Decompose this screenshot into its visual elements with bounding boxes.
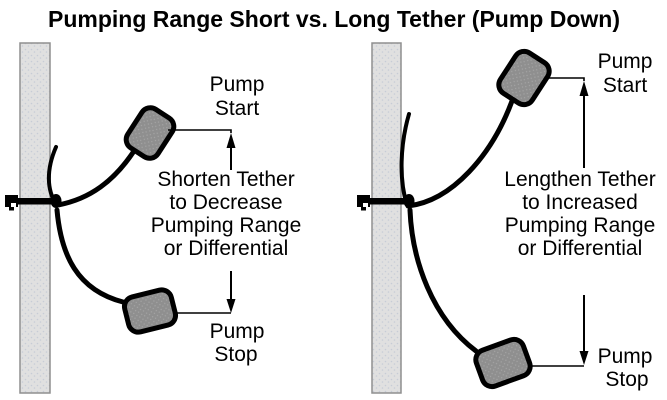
left-pump-start-label-line1: Pump — [210, 73, 265, 96]
right-pipe — [371, 42, 402, 394]
right-tether-knot — [403, 194, 415, 208]
right-down-arrowhead-icon — [579, 351, 589, 365]
left-clamp-bolt-nub — [9, 207, 14, 211]
left-note-line1: Shorten Tether — [157, 168, 294, 191]
right-clamp-bar — [368, 198, 412, 205]
right-upper-tether — [405, 98, 515, 209]
left-note-line3: Pumping Range — [151, 214, 302, 237]
left-start-connector-line — [168, 129, 232, 133]
left-note-line2: to Decrease — [169, 191, 282, 214]
left-lower-float — [121, 287, 179, 335]
right-pump-start-label-line2: Start — [603, 74, 648, 97]
left-pump-stop-label-line1: Pump — [210, 320, 265, 343]
left-pump-start-label-line2: Start — [215, 97, 260, 120]
right-pump-stop-label-line1: Pump — [598, 345, 653, 368]
right-upper-float — [496, 48, 552, 108]
left-clamp-bolt-notch — [11, 203, 16, 207]
right-note-line4: or Differential — [518, 237, 643, 260]
right-note-line2: to Increased — [522, 191, 638, 214]
right-diagram: Pump Start Lengthen Tether to Increased … — [357, 42, 656, 394]
left-pump-stop-label-line2: Stop — [214, 343, 257, 366]
right-clamp-bolt-nub — [361, 207, 366, 211]
left-tether-knot — [50, 194, 62, 208]
right-pump-start-label-line1: Pump — [598, 50, 653, 73]
left-upper-tether — [55, 148, 137, 208]
left-down-arrowhead-icon — [226, 299, 236, 313]
right-up-arrowhead-icon — [579, 81, 589, 96]
left-up-arrowhead-icon — [226, 133, 236, 148]
right-lower-float — [473, 336, 533, 390]
right-pump-stop-label-line2: Stop — [605, 368, 648, 391]
left-note-line4: or Differential — [164, 237, 289, 260]
right-start-connector-line — [549, 77, 585, 81]
left-upper-float — [123, 105, 177, 161]
right-note-line3: Pumping Range — [505, 214, 656, 237]
right-lower-tether — [407, 207, 479, 354]
page-title: Pumping Range Short vs. Long Tether (Pum… — [48, 6, 620, 32]
right-clamp-bolt-notch — [363, 203, 368, 207]
left-diagram: Pump Start Shorten Tether to Decrease Pu… — [5, 42, 302, 394]
right-tether-slack-arc — [399, 112, 411, 207]
left-pipe — [19, 42, 51, 394]
left-clamp-bar — [16, 198, 58, 205]
left-lower-tether — [54, 207, 126, 305]
right-note-line1: Lengthen Tether — [504, 168, 655, 191]
